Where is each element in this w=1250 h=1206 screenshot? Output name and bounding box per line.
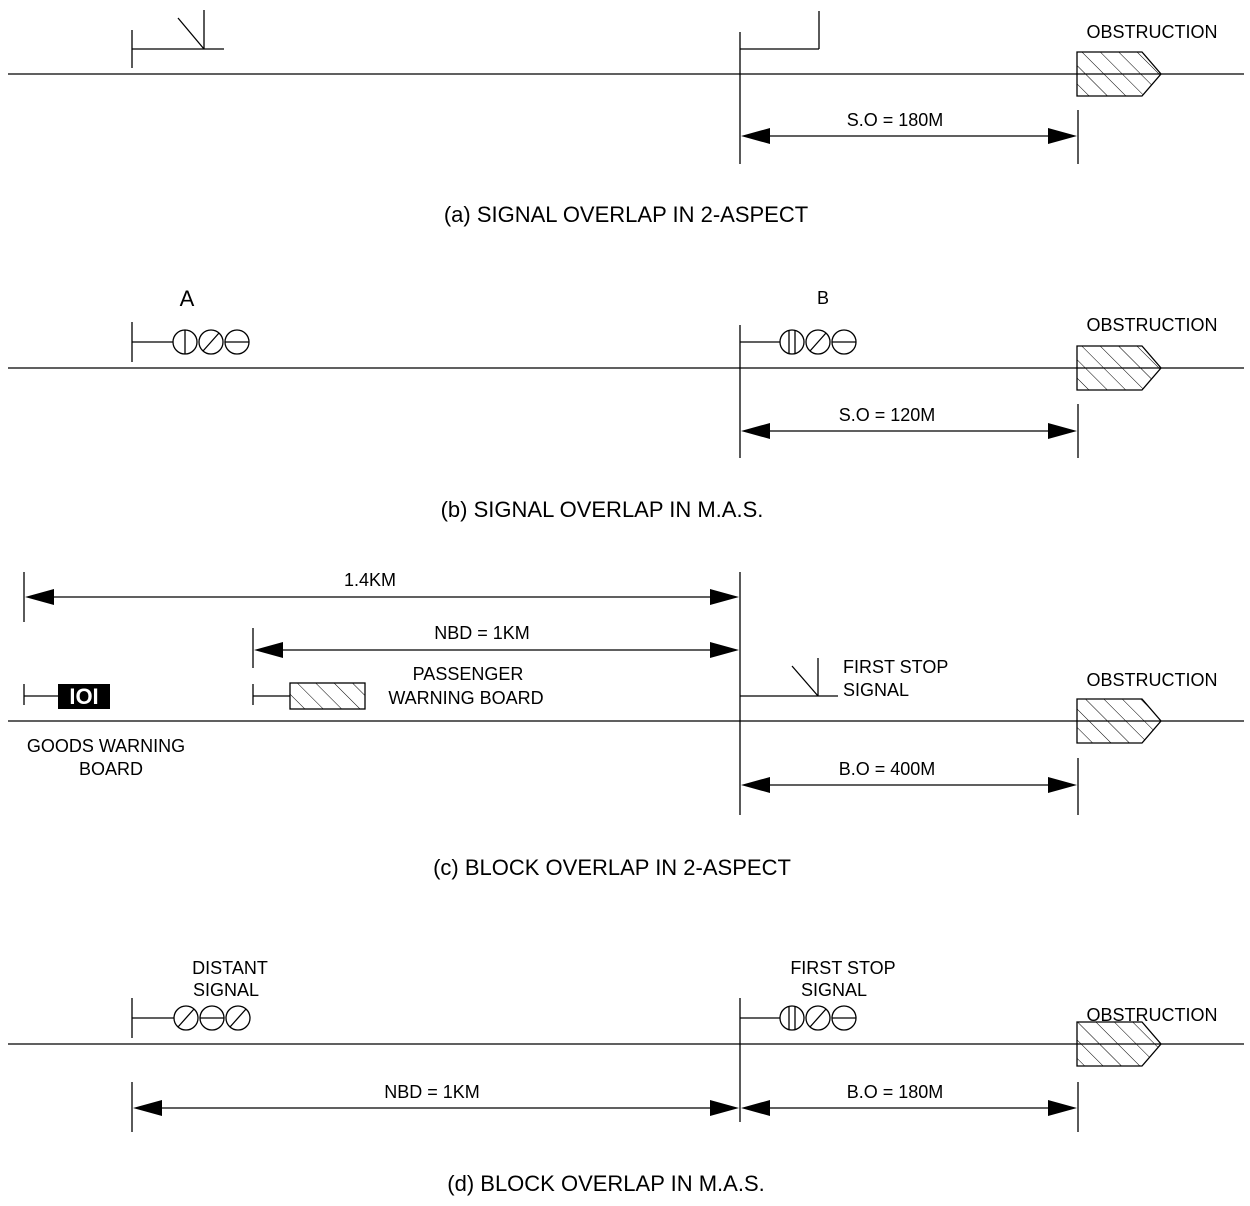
first-stop-signal-mas	[739, 998, 857, 1122]
total-distance-label: 1.4KM	[344, 570, 396, 590]
panel-b: A B OBSTRUCTION S.O = 120M (b) SIGNAL OV…	[8, 286, 1244, 522]
two-aspect-signal-home	[739, 11, 820, 164]
nbd-dimension	[131, 1082, 739, 1132]
overlap-dimension	[741, 110, 1079, 164]
goods-board-label-line2: BOARD	[79, 759, 143, 779]
panel-c: 1.4KM NBD = 1KM IOI GOODS WARNING BOARD …	[8, 570, 1244, 880]
mas-signal-a	[131, 322, 250, 362]
caption-b: (b) SIGNAL OVERLAP IN M.A.S.	[441, 497, 764, 522]
overlap-label: B.O = 180M	[847, 1082, 944, 1102]
overlap-label: S.O = 120M	[839, 405, 936, 425]
overlap-label: B.O = 400M	[839, 759, 936, 779]
first-stop-label-line2: SIGNAL	[801, 980, 867, 1000]
caption-c: (c) BLOCK OVERLAP IN 2-ASPECT	[433, 855, 791, 880]
first-stop-label-line1: FIRST STOP	[790, 958, 895, 978]
nbd-dimension	[252, 628, 739, 668]
goods-board-label-line1: GOODS WARNING	[27, 736, 185, 756]
caption-d: (d) BLOCK OVERLAP IN M.A.S.	[447, 1171, 764, 1196]
signal-b-label: B	[817, 288, 829, 308]
passenger-board-label-line2: WARNING BOARD	[388, 688, 543, 708]
panel-d: DISTANT SIGNAL FIRST STOP SIGNAL OBSTRUC…	[8, 958, 1244, 1196]
two-aspect-signal-left	[131, 10, 224, 68]
goods-board-symbol: IOI	[69, 684, 98, 709]
total-distance-dimension	[23, 572, 741, 815]
obstruction-symbol	[1076, 51, 1162, 97]
obstruction-symbol	[1076, 345, 1162, 391]
goods-warning-board	[23, 684, 110, 709]
caption-a: (a) SIGNAL OVERLAP IN 2-ASPECT	[444, 202, 808, 227]
first-stop-label-line1: FIRST STOP	[843, 657, 948, 677]
mas-signal-b	[739, 325, 857, 458]
nbd-label: NBD = 1KM	[384, 1082, 480, 1102]
nbd-label: NBD = 1KM	[434, 623, 530, 643]
passenger-warning-board	[252, 682, 366, 710]
distant-signal-label-line2: SIGNAL	[193, 980, 259, 1000]
obstruction-label: OBSTRUCTION	[1086, 1005, 1217, 1025]
obstruction-symbol	[1076, 698, 1162, 744]
signal-a-label: A	[180, 286, 195, 311]
first-stop-label-line2: SIGNAL	[843, 680, 909, 700]
panel-a: OBSTRUCTION S.O = 180M (a) SIGNAL OVERLA…	[8, 10, 1244, 227]
overlap-label: S.O = 180M	[847, 110, 944, 130]
overlap-dimension	[741, 404, 1079, 458]
obstruction-label: OBSTRUCTION	[1086, 315, 1217, 335]
overlap-dimension	[741, 758, 1079, 815]
distant-signal-label-line1: DISTANT	[192, 958, 268, 978]
obstruction-symbol	[1076, 1021, 1162, 1067]
obstruction-label: OBSTRUCTION	[1086, 22, 1217, 42]
first-stop-signal	[740, 658, 838, 697]
distant-signal	[131, 998, 251, 1038]
passenger-board-label-line1: PASSENGER	[413, 664, 524, 684]
overlap-dimension	[741, 1082, 1079, 1132]
obstruction-label: OBSTRUCTION	[1086, 670, 1217, 690]
